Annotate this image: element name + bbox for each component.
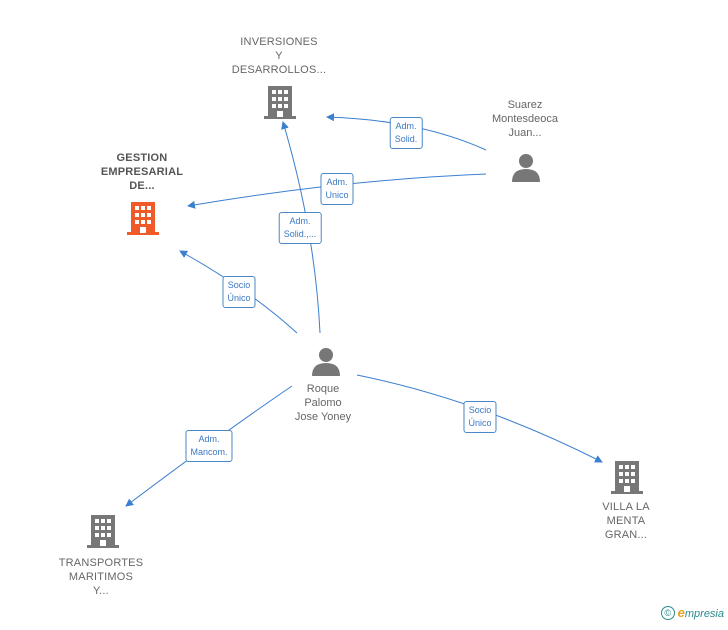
node-label-line: Y <box>275 50 283 62</box>
brand-initial: e <box>677 605 685 620</box>
edge-label-line: Adm. <box>395 121 417 131</box>
building-icon[interactable] <box>127 200 159 236</box>
node-label-line: MARITIMOS <box>68 571 134 583</box>
edge-label-line: Único <box>227 293 251 303</box>
node-label-line: Juan... <box>508 127 542 139</box>
edge-label-roque-transportes[interactable]: Adm. Mancom. <box>185 430 233 462</box>
node-label-line: GESTION <box>116 152 168 164</box>
building-icon[interactable] <box>611 459 643 495</box>
node-label-line: GRAN... <box>604 529 648 541</box>
node-label-line: MENTA <box>606 515 646 527</box>
node-label-line: Y... <box>93 585 109 597</box>
brand-rest: mpresia <box>684 608 724 620</box>
person-icon[interactable] <box>511 152 541 182</box>
building-icon[interactable] <box>87 513 119 549</box>
node-label-roque[interactable]: Roque Palomo Jose Yoney <box>295 382 351 424</box>
node-label-line: Jose Yoney <box>294 411 352 423</box>
node-label-line: EMPRESARIAL <box>100 166 184 178</box>
person-icon[interactable] <box>311 346 341 376</box>
copyright-icon: © <box>660 605 675 620</box>
edge-label-line: Socio <box>227 280 251 290</box>
edge-label-line: Adm. <box>289 216 311 226</box>
edge-label-line: Adm. <box>326 177 348 187</box>
edge-label-line: Unico <box>325 190 349 200</box>
edge-label-roque-inversiones[interactable]: Adm. Solid.,... <box>278 212 322 244</box>
node-label-inversiones[interactable]: INVERSIONES Y DESARROLLOS... <box>232 35 327 77</box>
node-label-gestion[interactable]: GESTION EMPRESARIAL DE... <box>101 151 183 193</box>
edge-label-line: Adm. <box>198 434 220 444</box>
node-label-line: Montesdeoca <box>491 113 559 125</box>
node-label-transportes[interactable]: TRANSPORTES MARITIMOS Y... <box>59 556 144 598</box>
edge-label-roque-villa[interactable]: Socio Único <box>463 401 497 433</box>
building-icon[interactable] <box>264 84 296 120</box>
edge-label-line: Solid.,... <box>283 229 317 239</box>
brand-footer[interactable]: © empresia <box>660 605 724 620</box>
node-label-line: DE... <box>129 180 155 192</box>
edge-label-line: Solid. <box>394 134 418 144</box>
edge-label-line: Mancom. <box>190 447 228 457</box>
node-label-line: DESARROLLOS... <box>231 64 327 76</box>
node-label-suarez[interactable]: Suarez Montesdeoca Juan... <box>492 98 558 140</box>
edge-label-suarez-inversiones[interactable]: Adm. Solid. <box>389 117 423 149</box>
node-label-line: INVERSIONES <box>240 36 318 48</box>
node-label-line: Palomo <box>304 397 342 409</box>
node-label-line: Roque <box>306 383 340 395</box>
edge-label-suarez-gestion[interactable]: Adm. Unico <box>320 173 354 205</box>
edge-label-line: Socio <box>468 405 492 415</box>
edge-label-line: Único <box>468 418 492 428</box>
node-label-line: VILLA LA <box>602 501 650 513</box>
brand-logo: empresia <box>678 605 724 620</box>
node-label-line: Suarez <box>507 99 543 111</box>
node-label-line: TRANSPORTES <box>58 557 144 569</box>
node-label-villa[interactable]: VILLA LA MENTA GRAN... <box>602 500 649 542</box>
edge-label-roque-gestion[interactable]: Socio Único <box>222 276 256 308</box>
